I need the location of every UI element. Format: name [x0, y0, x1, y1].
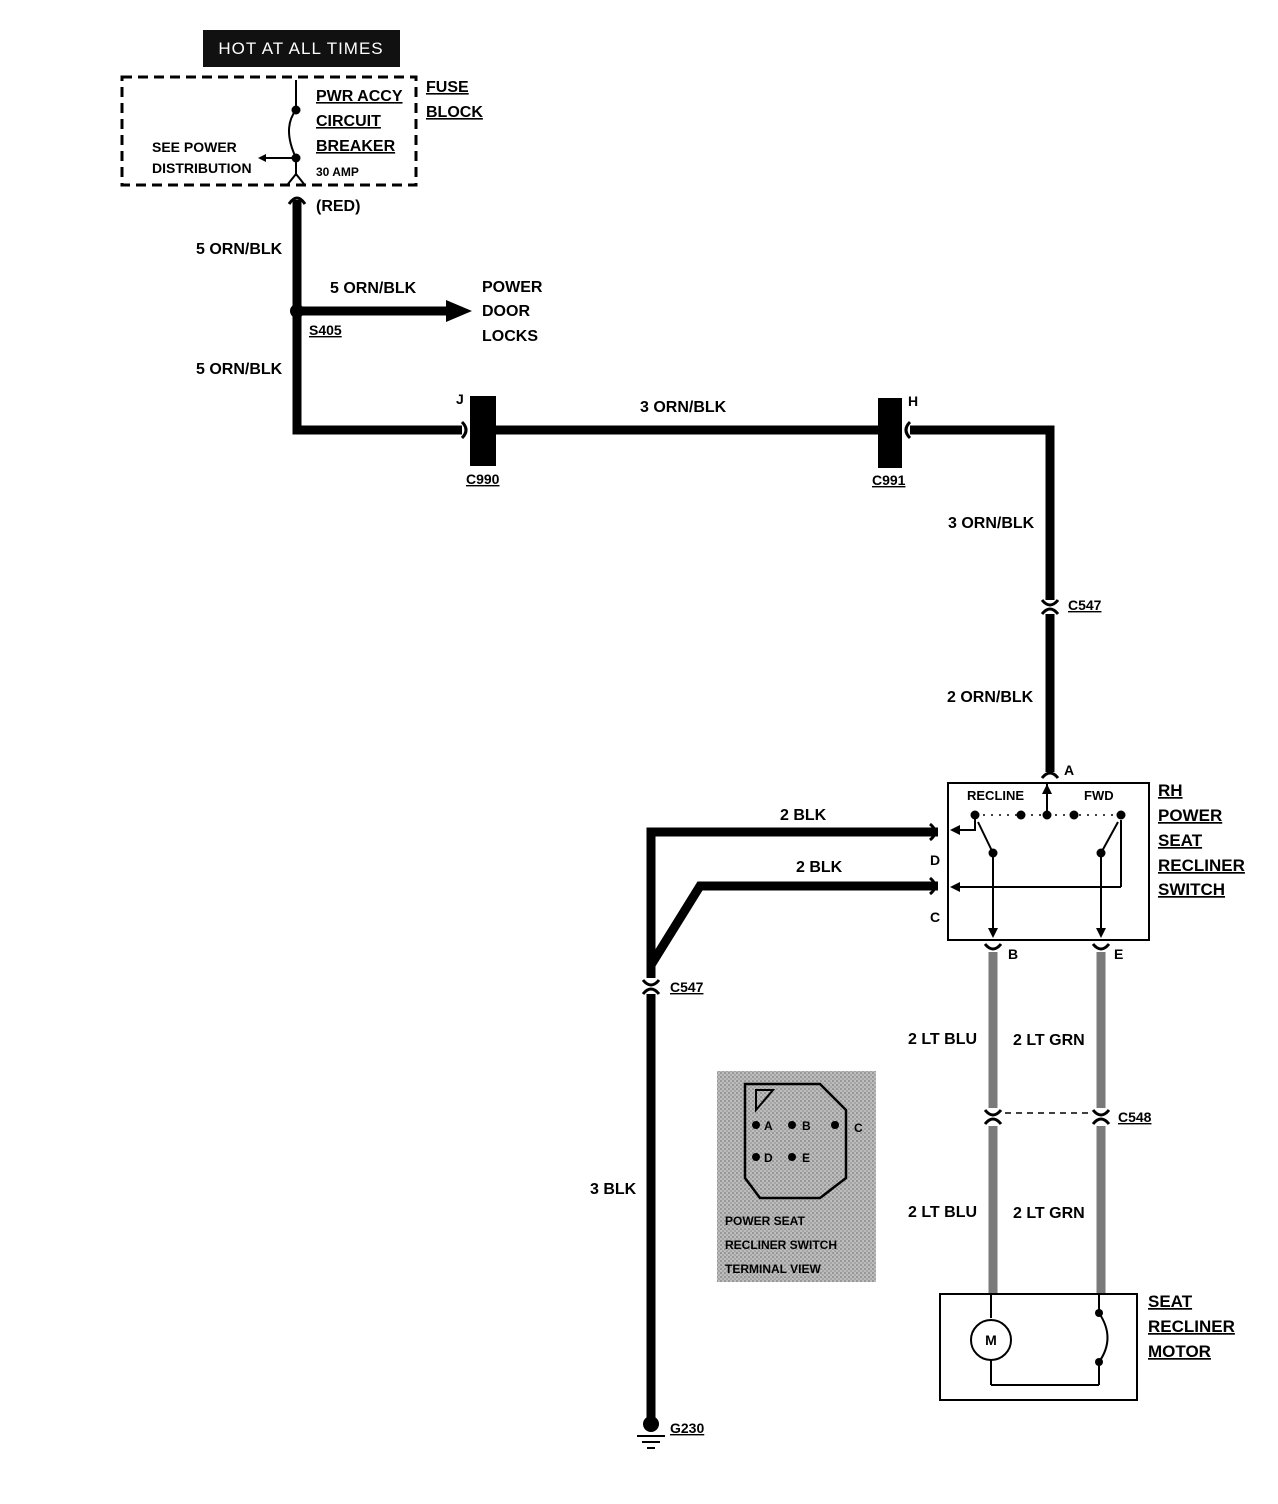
switch-fwd-label: FWD	[1084, 788, 1114, 803]
connector-c991: H C991	[872, 393, 918, 488]
c991-pin: H	[908, 393, 918, 409]
door-locks-label-1: POWER	[482, 279, 543, 296]
hot-at-all-times-banner: HOT AT ALL TIMES	[203, 30, 400, 67]
motor-symbol: M	[985, 1332, 997, 1348]
see-power-label-1: SEE POWER	[152, 139, 237, 155]
ground-label: G230	[670, 1420, 704, 1436]
door-locks-arrow-icon	[446, 300, 472, 322]
tv-caption-2: RECLINER SWITCH	[725, 1238, 837, 1252]
wire-label-w5: 3 ORN/BLK	[948, 515, 1035, 532]
c547-left-label: C547	[670, 979, 704, 995]
wire-c-blk	[647, 881, 938, 968]
switch-label-4: RECLINER	[1158, 856, 1245, 875]
fuse-block-label-1: FUSE	[426, 79, 469, 96]
wire-label-w2: 5 ORN/BLK	[330, 280, 417, 297]
switch-pin-e: E	[1114, 946, 1123, 962]
fuse-block: PWR ACCY CIRCUIT BREAKER 30 AMP SEE POWE…	[120, 75, 483, 215]
c990-pin: J	[456, 391, 464, 407]
wire-label-w11: 2 LT GRN	[1013, 1032, 1085, 1049]
wire-label-w12: 2 LT BLU	[908, 1204, 977, 1221]
recliner-switch: RECLINE FWD RH POWER SEAT RECLINER SWITC…	[930, 781, 1245, 962]
splice-label: S405	[309, 322, 342, 338]
hot-label: HOT AT ALL TIMES	[218, 39, 383, 58]
breaker-label-2: CIRCUIT	[316, 113, 381, 130]
wire-label-w13: 2 LT GRN	[1013, 1205, 1085, 1222]
tv-caption-3: TERMINAL VIEW	[725, 1262, 821, 1276]
recliner-motor: M SEAT RECLINER MOTOR	[939, 1292, 1235, 1401]
door-locks-label-2: DOOR	[482, 303, 530, 320]
wire-label-w3: 5 ORN/BLK	[196, 361, 283, 378]
wire-feed	[292, 200, 462, 435]
wire-label-w7: 2 BLK	[780, 807, 827, 824]
wire-label-w1: 5 ORN/BLK	[196, 241, 283, 258]
switch-recline-label: RECLINE	[967, 788, 1024, 803]
wire-label-w4: 3 ORN/BLK	[640, 399, 727, 416]
switch-pin-c: C	[930, 909, 940, 925]
switch-label-3: SEAT	[1158, 831, 1203, 850]
see-power-label-2: DISTRIBUTION	[152, 160, 252, 176]
terminal-view-inset: A B C D E POWER SEAT RECLINER SWITCH TER…	[717, 1071, 876, 1282]
fuse-block-label-2: BLOCK	[426, 104, 483, 121]
motor-label-3: MOTOR	[1148, 1342, 1211, 1361]
terminal-color: (RED)	[316, 198, 360, 215]
ground-g230-icon	[637, 1416, 665, 1449]
c990-label: C990	[466, 471, 500, 487]
tv-pin-d: D	[764, 1151, 773, 1165]
wire-label-w10: 2 LT BLU	[908, 1031, 977, 1048]
motor-label-2: RECLINER	[1148, 1317, 1235, 1336]
c548-label: C548	[1118, 1109, 1152, 1125]
connector-c990: J C990	[456, 391, 500, 487]
switch-pin-a: A	[1064, 762, 1074, 778]
breaker-label-1: PWR ACCY	[316, 88, 403, 105]
wire-label-w9: 3 BLK	[590, 1181, 637, 1198]
tv-caption-1: POWER SEAT	[725, 1214, 805, 1228]
door-locks-label-3: LOCKS	[482, 328, 538, 345]
motor-label-1: SEAT	[1148, 1292, 1193, 1311]
switch-pin-b: B	[1008, 946, 1018, 962]
switch-pin-d: D	[930, 852, 940, 868]
wire-d-blk	[646, 827, 938, 978]
tv-pin-a: A	[764, 1119, 773, 1133]
tv-pin-c: C	[854, 1121, 863, 1135]
breaker-label-3: BREAKER	[316, 138, 396, 155]
switch-label-2: POWER	[1158, 806, 1222, 825]
wire-label-w8: 2 BLK	[796, 859, 843, 876]
breaker-rating: 30 AMP	[316, 165, 359, 179]
wire-label-w6: 2 ORN/BLK	[947, 689, 1034, 706]
switch-label-5: SWITCH	[1158, 880, 1225, 899]
c991-label: C991	[872, 472, 906, 488]
c547-top-label: C547	[1068, 597, 1102, 613]
tv-pin-b: B	[802, 1119, 811, 1133]
wire-c991-c547	[910, 425, 1055, 600]
switch-label-1: RH	[1158, 781, 1183, 800]
tv-pin-e: E	[802, 1151, 810, 1165]
